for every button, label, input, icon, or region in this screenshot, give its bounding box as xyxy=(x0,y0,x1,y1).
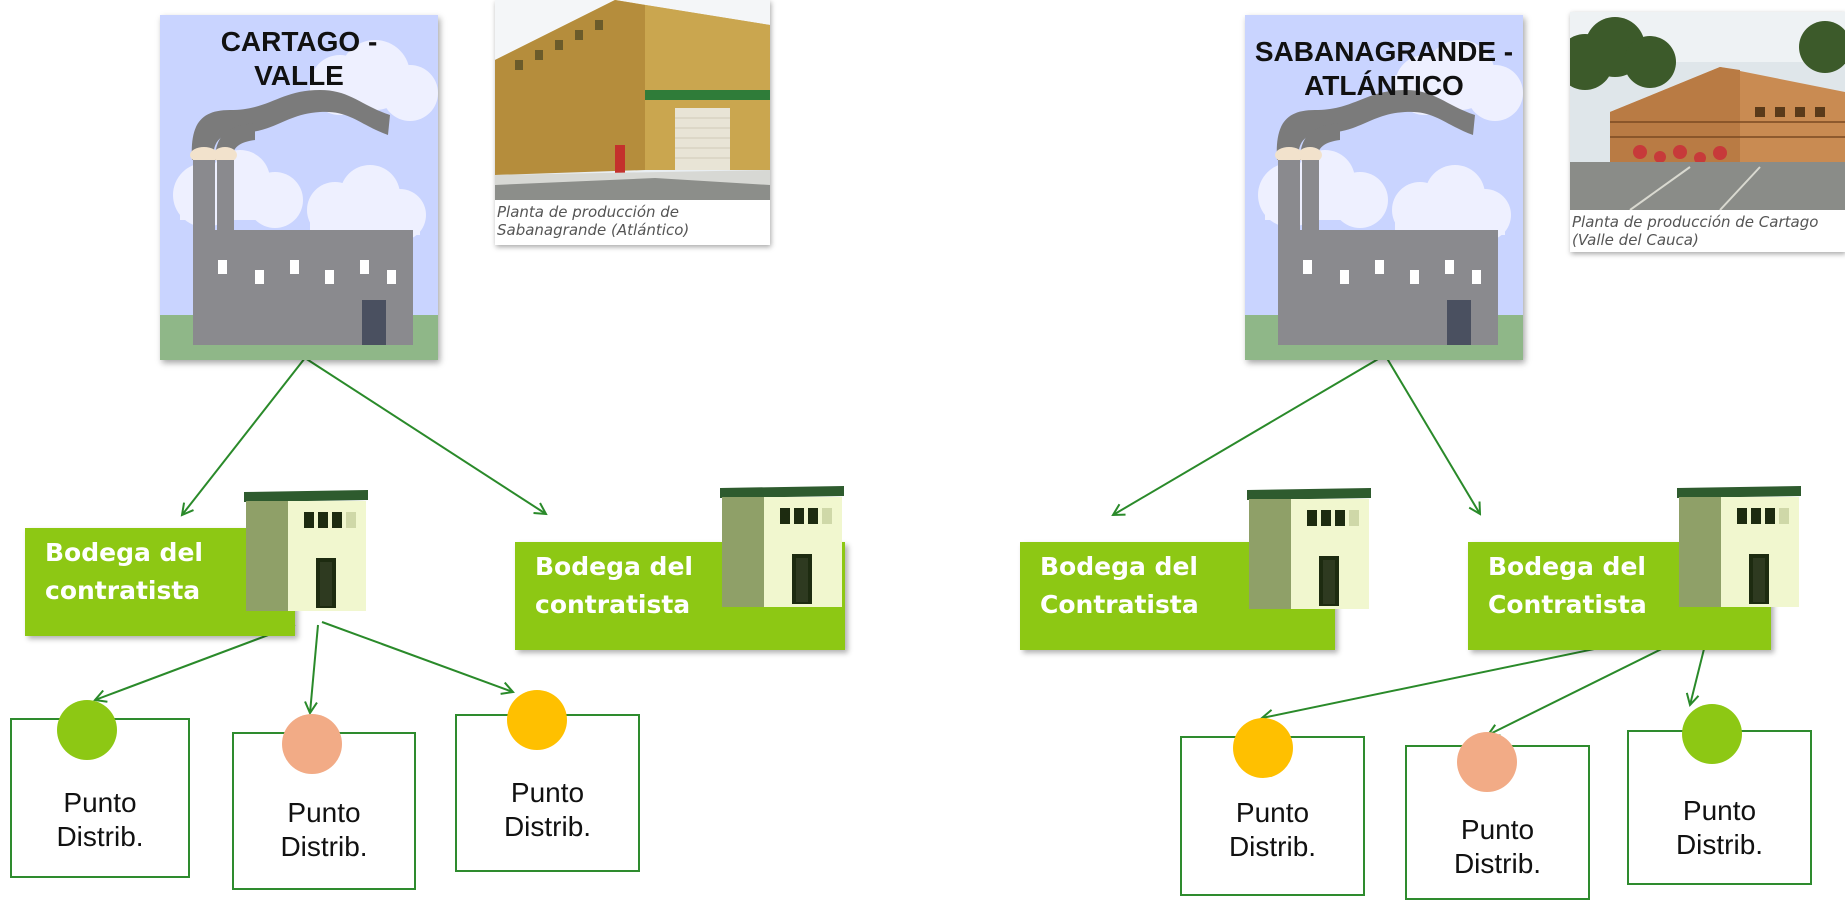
factory-illustration-left: CARTAGO - VALLE xyxy=(160,15,438,360)
status-dot-green xyxy=(57,700,117,760)
warehouse-icon xyxy=(244,490,368,611)
arrow-left-bodega-to-point-2 xyxy=(310,624,319,713)
factory-illustration-right: SABANAGRANDE - ATLÁNTICO xyxy=(1245,15,1523,360)
status-dot-green xyxy=(1682,704,1742,764)
distribution-point-label: Punto Distrib. xyxy=(1675,795,1764,860)
distribution-point-label: Punto Distrib. xyxy=(56,787,144,852)
plant-photo-right: Planta de producción de Cartago (Valle d… xyxy=(1570,12,1845,252)
arrow-left-factory-to-bodega-1 xyxy=(182,357,306,515)
arrow-left-bodega-to-point-1 xyxy=(95,624,296,700)
factory-icon xyxy=(160,15,438,360)
distribution-point-label: Punto Distrib. xyxy=(503,777,592,842)
plant-photo-left: Planta de producción de Sabanagrande (At… xyxy=(495,0,770,245)
status-dot-peach xyxy=(1457,732,1517,792)
factory-title: CARTAGO - VALLE xyxy=(220,26,378,91)
photo-caption: Planta de producción de Sabanagrande (At… xyxy=(497,203,690,239)
arrow-left-factory-to-bodega-2 xyxy=(304,357,546,514)
factory-icon xyxy=(1245,15,1523,360)
status-dot-peach xyxy=(282,714,342,774)
warehouse-icon xyxy=(1677,486,1801,607)
warehouse-icon xyxy=(720,486,844,607)
arrow-right-factory-to-bodega-1 xyxy=(1113,354,1386,515)
status-dot-yellow xyxy=(1233,718,1293,778)
photo-caption: Planta de producción de Cartago (Valle d… xyxy=(1572,213,1819,249)
arrow-left-bodega-to-point-3 xyxy=(321,621,513,692)
plant-building-image xyxy=(1570,12,1845,210)
warehouse-icon xyxy=(1247,488,1371,609)
factory-title: SABANAGRANDE - ATLÁNTICO xyxy=(1254,36,1514,101)
plant-building-image xyxy=(495,0,770,200)
arrow-right-factory-to-bodega-2 xyxy=(1384,354,1480,514)
distribution-point-label: Punto Distrib. xyxy=(1453,814,1542,879)
status-dot-yellow xyxy=(507,690,567,750)
distribution-point-label: Punto Distrib. xyxy=(280,797,368,862)
distribution-point-label: Punto Distrib. xyxy=(1228,797,1317,862)
